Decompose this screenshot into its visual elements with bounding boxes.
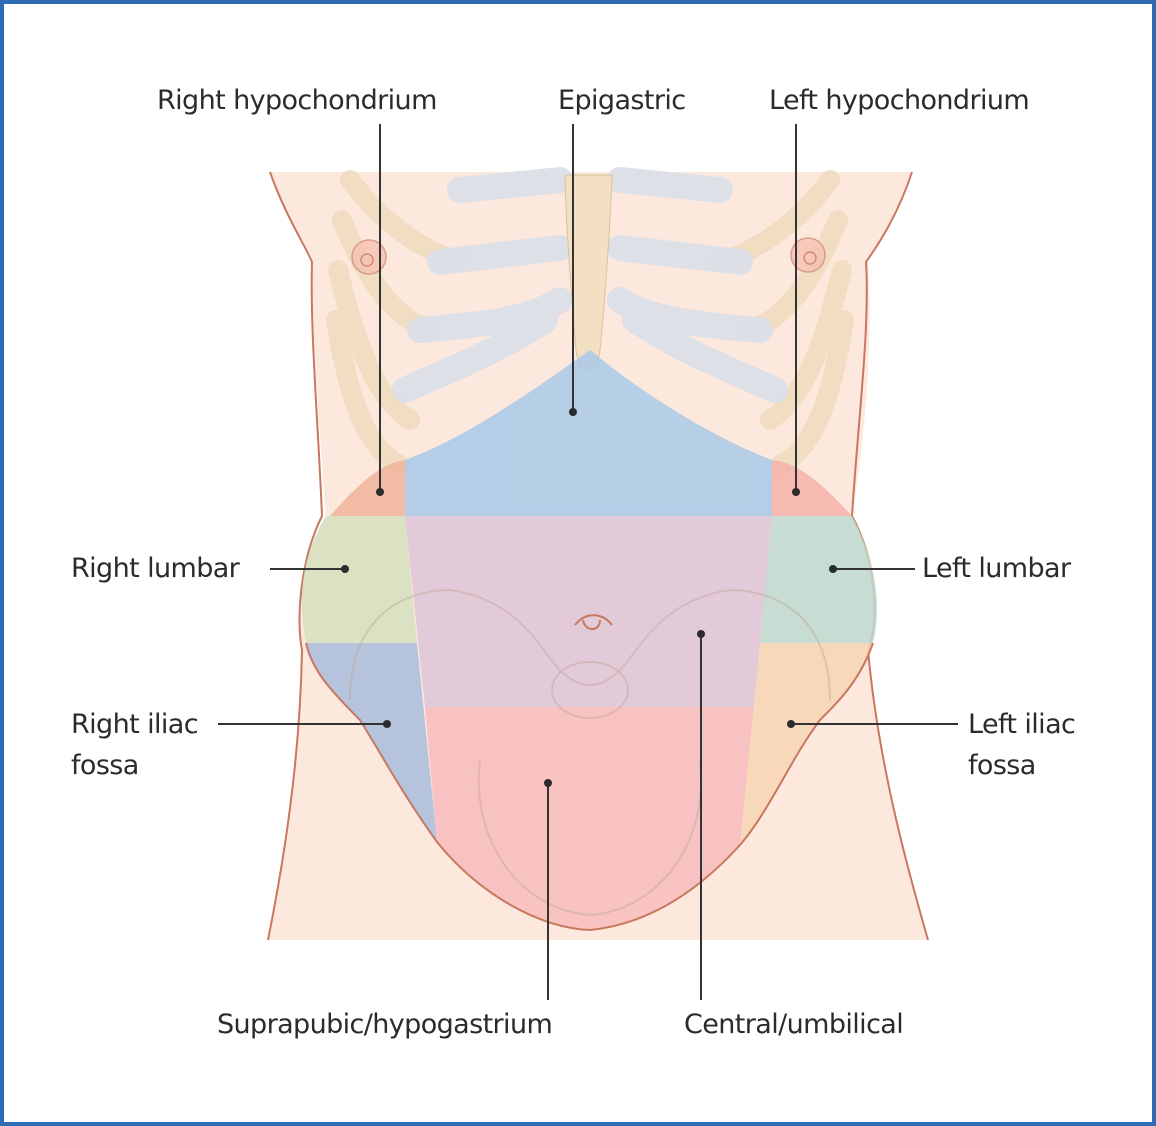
label-left-hypochondrium: Left hypochondrium bbox=[769, 85, 1030, 116]
pointer-left-hypochondrium bbox=[792, 488, 800, 496]
region-central-umbilical[interactable] bbox=[405, 516, 772, 707]
torso-outline-left bbox=[267, 171, 324, 941]
label-left-lumbar: Left lumbar bbox=[922, 553, 1071, 584]
region-suprapubic-hypogastrium[interactable] bbox=[425, 707, 755, 930]
region-right-hypochondrium[interactable] bbox=[330, 460, 405, 516]
label-right-lumbar: Right lumbar bbox=[71, 553, 240, 584]
label-central-umbilical: Central/umbilical bbox=[684, 1009, 904, 1040]
pelvis bbox=[349, 588, 831, 917]
pointer-right-iliac-fossa bbox=[383, 720, 391, 728]
label-right-hypochondrium: Right hypochondrium bbox=[157, 85, 437, 116]
label-right-iliac-fossa-line1: Right iliac bbox=[71, 709, 199, 740]
umbilicus-icon bbox=[574, 614, 613, 630]
label-right-iliac-fossa-line2: fossa bbox=[71, 750, 139, 781]
pointer-left-lumbar bbox=[829, 565, 837, 573]
label-suprapubic-hypogastrium: Suprapubic/hypogastrium bbox=[217, 1009, 553, 1040]
pointer-suprapubic bbox=[544, 779, 552, 787]
pointer-right-hypochondrium bbox=[376, 488, 384, 496]
region-epigastric[interactable] bbox=[405, 350, 772, 516]
abdomen-lower-outline bbox=[305, 642, 874, 932]
pointer-left-iliac-fossa bbox=[787, 720, 795, 728]
nipple-right bbox=[351, 239, 387, 275]
region-left-hypochondrium[interactable] bbox=[772, 460, 852, 516]
leader-lines bbox=[218, 124, 958, 1000]
label-epigastric: Epigastric bbox=[558, 85, 686, 116]
pointer-right-lumbar bbox=[341, 565, 349, 573]
rib-cage bbox=[326, 167, 854, 475]
nipple-left bbox=[790, 237, 826, 273]
pointer-epigastric bbox=[569, 408, 577, 416]
region-left-lumbar[interactable] bbox=[760, 516, 877, 643]
label-left-iliac-fossa-line1: Left iliac bbox=[968, 709, 1076, 740]
label-left-iliac-fossa-line2: fossa bbox=[968, 750, 1036, 781]
region-right-lumbar[interactable] bbox=[301, 516, 417, 643]
pointer-central-umbilical bbox=[697, 630, 705, 638]
